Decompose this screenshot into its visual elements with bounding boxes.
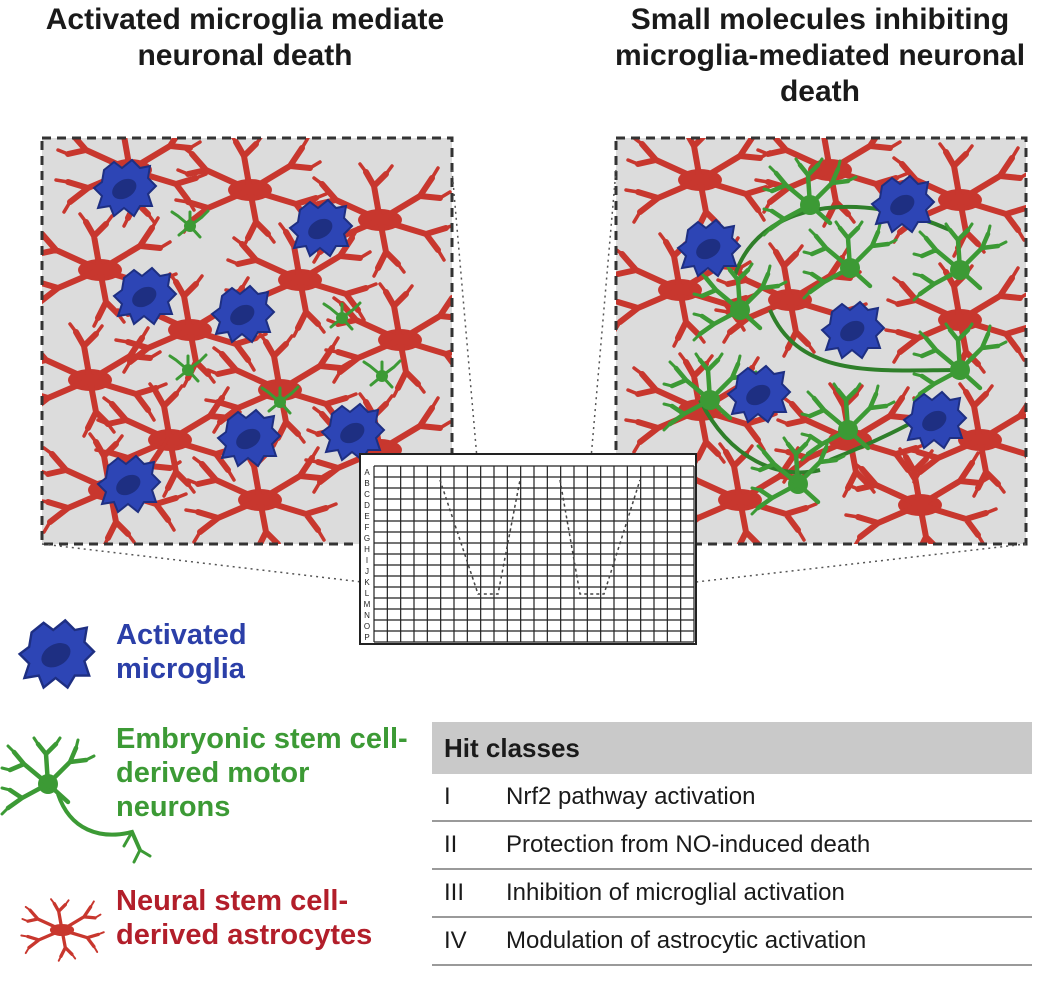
- plate-row-letter: G: [364, 534, 370, 543]
- table-row: IV Modulation of astrocytic activation: [432, 917, 1032, 966]
- legend-astrocyte-icon: [19, 897, 106, 963]
- plate-row-letter: M: [364, 600, 371, 609]
- plate-row-letter: N: [364, 611, 370, 620]
- legend-neuron-label: Embryonic stem cell-derived motor neuron…: [116, 723, 408, 823]
- plate-row-letter: F: [365, 523, 370, 532]
- plate-row-letter: L: [365, 589, 370, 598]
- legend-neuron-icon: [2, 738, 152, 864]
- table-row: II Protection from NO-induced death: [432, 821, 1032, 870]
- plate-row-letter: O: [364, 622, 370, 631]
- hit-class-numeral: I: [432, 774, 506, 822]
- plate-row-letter: I: [366, 556, 368, 565]
- plate-row-letter: D: [364, 501, 370, 510]
- plate-row-letter: B: [364, 479, 369, 488]
- left-panel-title: Activated microglia mediate neuronal dea…: [45, 3, 445, 72]
- plate-row-letter: J: [365, 567, 369, 576]
- plate-row-letter: K: [364, 578, 370, 587]
- hit-class-label: Inhibition of microglial activation: [506, 869, 1032, 918]
- hit-class-numeral: IV: [432, 917, 506, 966]
- right-panel-title: Small molecules inhibiting microglia-med…: [614, 3, 1026, 108]
- hit-class-label: Nrf2 pathway activation: [506, 774, 1032, 822]
- plate-row-letter: C: [364, 490, 370, 499]
- legend-astrocyte-label: Neural stem cell-derived astrocytes: [116, 885, 373, 951]
- table-row: III Inhibition of microglial activation: [432, 869, 1032, 918]
- hit-class-numeral: III: [432, 869, 506, 918]
- legend-microglia-label: Activated microglia: [116, 619, 247, 685]
- table-row: I Nrf2 pathway activation: [432, 774, 1032, 822]
- plate-row-letter: P: [364, 633, 369, 642]
- plate-row-letter: H: [364, 545, 370, 554]
- well-plate-grid: [373, 465, 695, 643]
- hit-class-label: Protection from NO-induced death: [506, 821, 1032, 870]
- hit-class-numeral: II: [432, 821, 506, 870]
- legend-microglia-icon: [18, 619, 96, 689]
- hit-class-label: Modulation of astrocytic activation: [506, 917, 1032, 966]
- hit-classes-header: Hit classes: [432, 722, 1032, 774]
- plate-row-letter: E: [364, 512, 369, 521]
- callout-lines: [41, 169, 1027, 583]
- plate-row-letter: A: [364, 468, 370, 477]
- hit-classes-table: Hit classes I Nrf2 pathway activation II…: [432, 722, 1032, 966]
